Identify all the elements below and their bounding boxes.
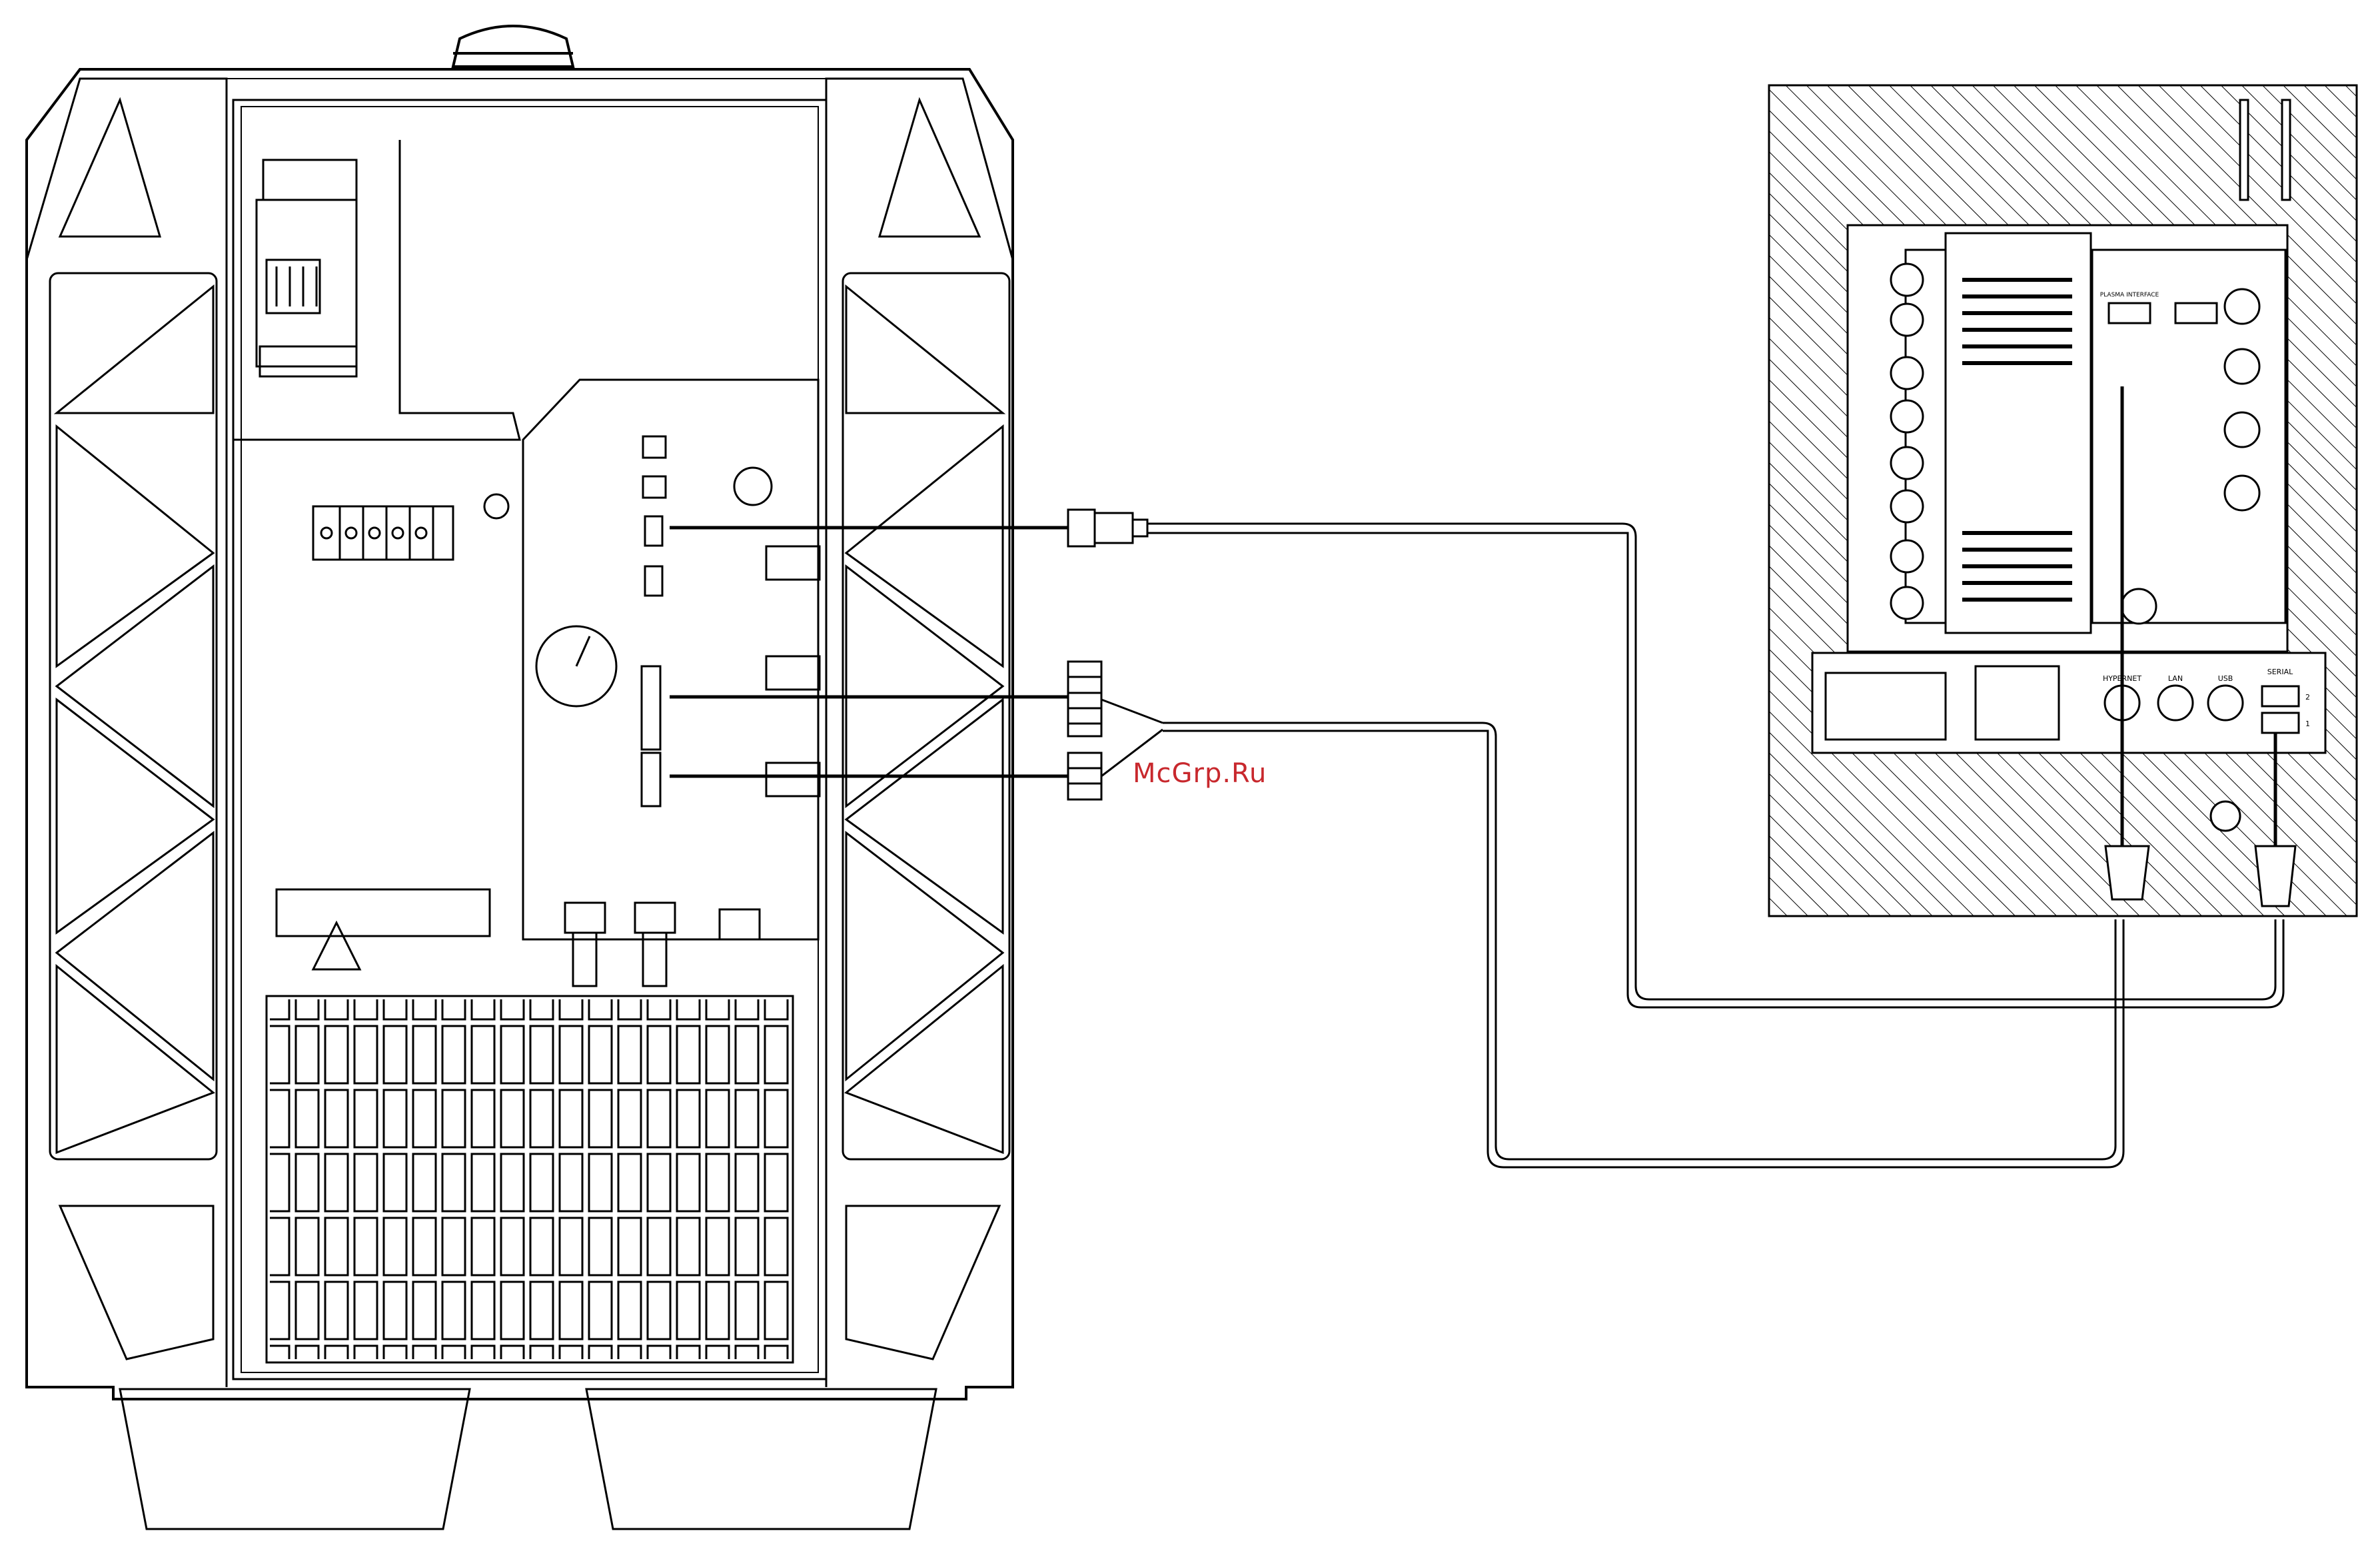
usb-port-label: USB [2218,674,2233,683]
dsub-plug [1068,510,1147,546]
support-feet [120,1389,936,1529]
main-contactor [257,160,356,376]
internal-leads [670,528,1068,776]
left-side-panel-cutouts [50,100,217,1359]
right-side-panel-cutouts [843,100,1009,1359]
cable-glands [565,903,760,986]
serial-port-1-label: 1 [2305,720,2310,728]
cnc-controller: PLASMA INTERFACE HYPERNET LAN USB SERIAL… [1769,85,2357,916]
hypernet-port-label: HYPERNET [2103,674,2141,683]
terminal-plug-upper [1068,662,1101,736]
interface-plugs [1068,510,1163,799]
lan-port-label: LAN [2168,674,2183,683]
hazard-warning-icon [313,923,360,969]
serial-port-2-label: 2 [2305,693,2310,702]
terminal-block [313,506,453,560]
serial-port-label: SERIAL [2267,668,2293,676]
pcb-connectors [642,436,666,806]
plasma-interface-label: PLASMA INTERFACE [2100,292,2159,298]
watermark: McGrp.Ru [1133,758,1267,789]
terminal-plug-lower [1068,753,1101,799]
